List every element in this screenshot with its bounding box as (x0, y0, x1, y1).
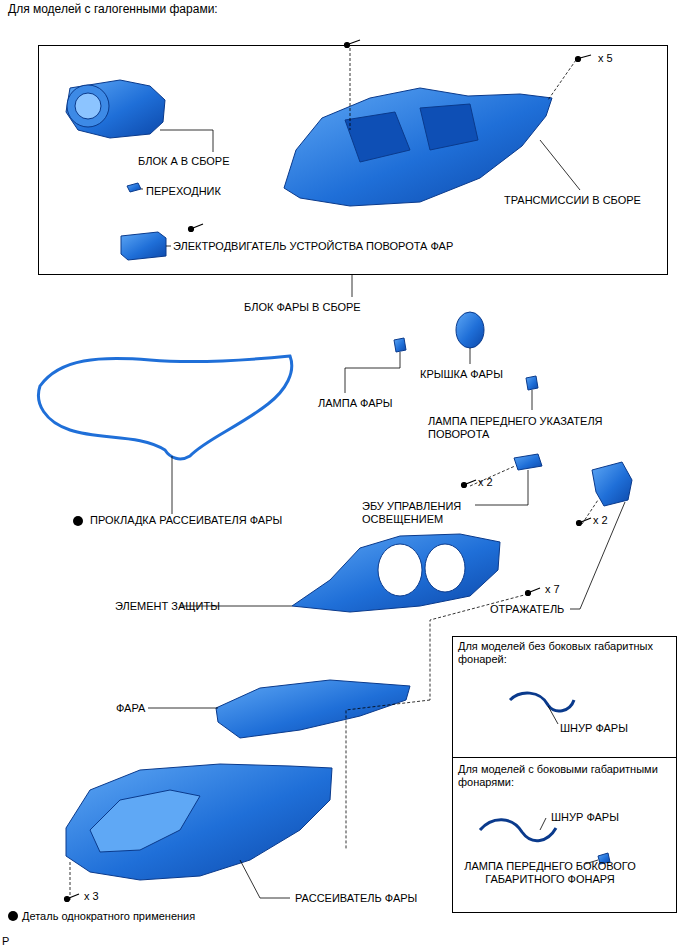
part-label: ШНУР ФАРЫ (560, 722, 628, 735)
part-label: ОТРАЖАТЕЛЬ (490, 603, 564, 616)
part-label: ЛАМПА ПЕРЕДНЕГО БОКОВОГО ГАБАРИТНОГО ФОН… (455, 860, 645, 886)
part-label: ЭБУ УПРАВЛЕНИЯ ОСВЕЩЕНИЕМ (362, 500, 474, 526)
part-label: ПЕРЕХОДНИК (146, 185, 221, 198)
part-label: ЛАМПА ПЕРЕДНЕГО УКАЗАТЕЛЯ ПОВОРОТА (428, 415, 623, 441)
part-label: РАССЕИВАТЕЛЬ ФАРЫ (295, 892, 417, 905)
frame-heading: БЛОК ФАРЫ В СБОРЕ (244, 301, 361, 314)
legend-text: Деталь однократного применения (22, 910, 195, 923)
assembly-frame: x 5 БЛОК А В СБОРЕ ПЕРЕХОДНИК ТРАНСМИССИИ В… (38, 45, 668, 275)
callout-count: x 3 (84, 890, 99, 903)
part-label: ЛАМПА ФАРЫ (318, 397, 393, 410)
variant-box: Для моделей без боковых габаритных фонар… (452, 636, 677, 758)
callout-count: x 2 (593, 514, 608, 527)
page-title: Для моделей с галогенными фарами: (8, 3, 218, 16)
part-label: БЛОК А В СБОРЕ (138, 155, 230, 168)
page-marker: P (2, 935, 9, 948)
part-label: ПРОКЛАДКА РАССЕИВАТЕЛЯ ФАРЫ (90, 514, 282, 527)
variant-box: Для моделей с боковыми габаритными фонар… (452, 757, 677, 913)
part-label: ФАРА (116, 702, 145, 715)
part-label: КРЫШКА ФАРЫ (420, 368, 503, 381)
callout-count: x 2 (478, 476, 493, 489)
variant-heading: Для моделей без боковых габаритных фонар… (458, 640, 672, 666)
part-label: ЭЛЕКТРОДВИГАТЕЛЬ УСТРОЙСТВА ПОВОРОТА ФАР (173, 240, 453, 253)
part-label: ШНУР ФАРЫ (551, 811, 619, 824)
callout-count: x 5 (598, 52, 613, 65)
variant-heading: Для моделей с боковыми габаритными фонар… (458, 763, 672, 789)
part-label: ЭЛЕМЕНТ ЗАЩИТЫ (115, 600, 220, 613)
part-label: ТРАНСМИССИИ В СБОРЕ (504, 194, 641, 207)
callout-count: x 7 (545, 583, 560, 596)
legend-dot (8, 911, 18, 921)
